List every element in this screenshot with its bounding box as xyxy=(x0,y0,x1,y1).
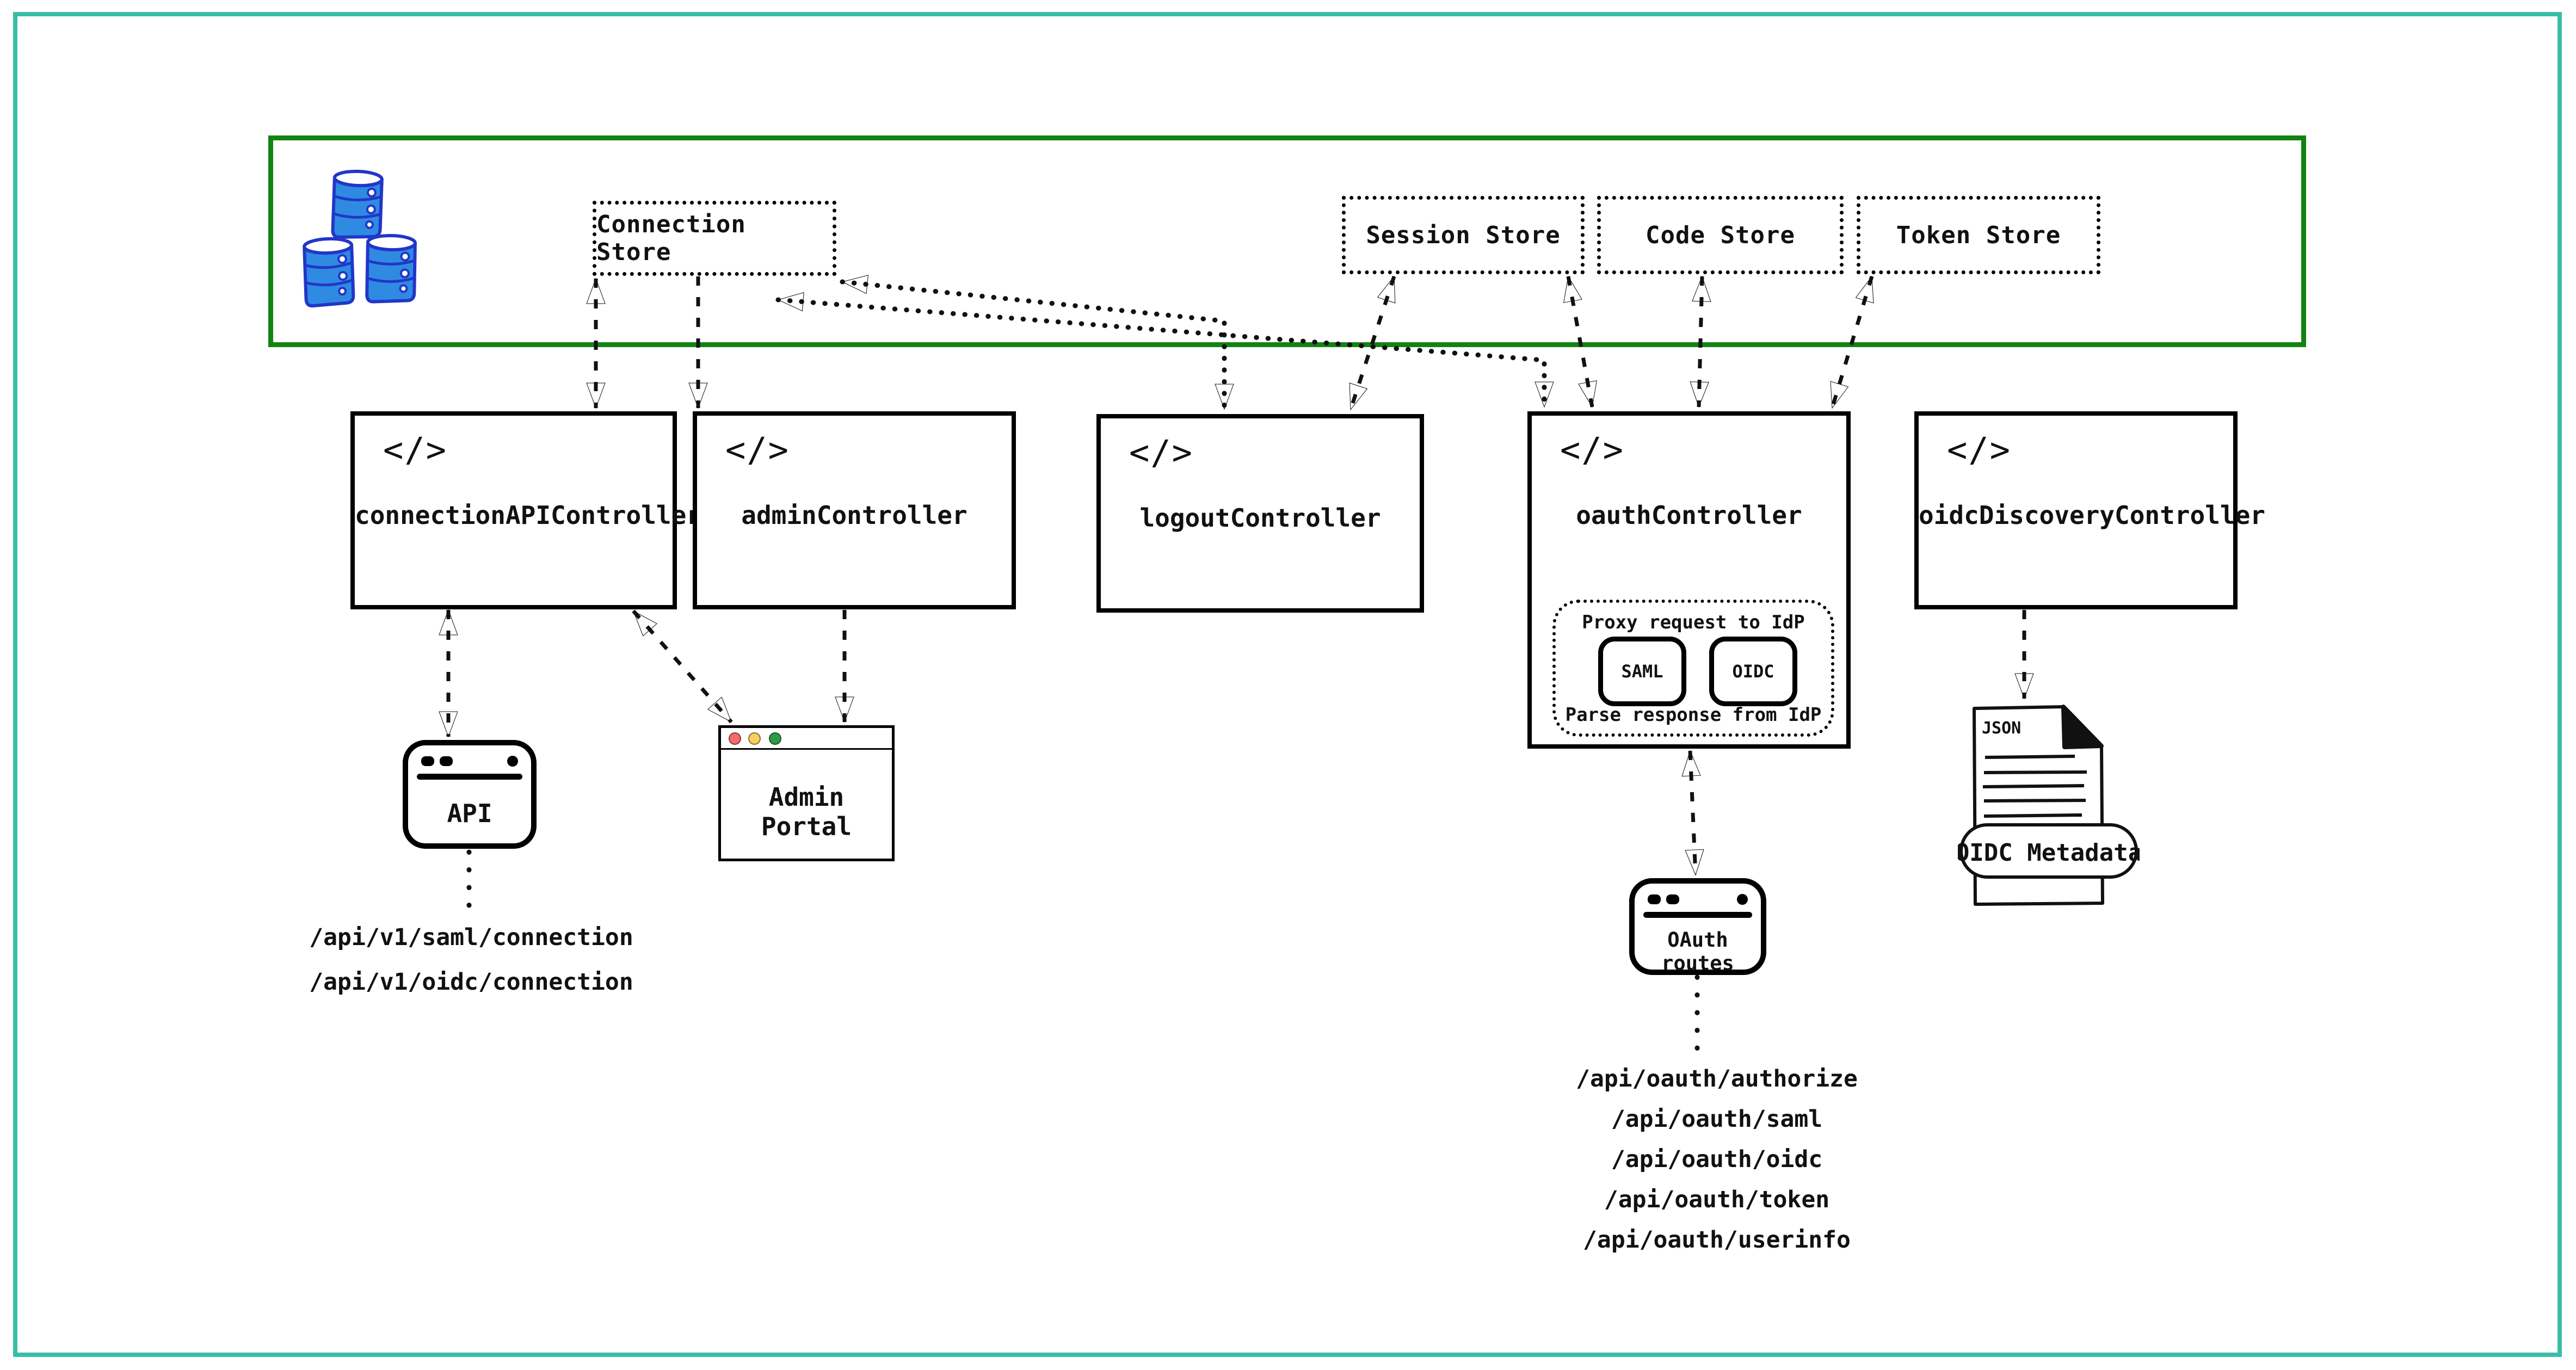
controller-admin-label: adminController xyxy=(741,501,967,530)
controller-logout: </> logoutController xyxy=(1096,414,1424,613)
traffic-light-yellow-icon xyxy=(748,732,761,745)
controller-logout-label: logoutController xyxy=(1139,503,1381,533)
store-token-label: Token Store xyxy=(1896,221,2061,249)
window-dot-icon xyxy=(1737,894,1748,905)
idp-proxy-top-label: Proxy request to IdP xyxy=(1582,612,1805,633)
oauth-routes-list: /api/oauth/authorize /api/oauth/saml /ap… xyxy=(1573,1065,1861,1254)
oidc-metadata-file-icon: JSON OIDC Metadata xyxy=(1958,705,2140,906)
api-window: API xyxy=(403,740,537,849)
controller-oidc-discovery: </> oidcDiscoveryController xyxy=(1914,411,2265,609)
window-dot-icon xyxy=(440,756,453,766)
admin-portal-label: Admin Portal xyxy=(761,782,852,841)
store-token: Token Store xyxy=(1857,196,2100,274)
controller-connection-api: </> connectionAPIController xyxy=(350,411,701,609)
store-connection-label: Connection Store xyxy=(596,211,746,266)
oauth-routes-window-label: OAuth routes xyxy=(1661,928,1734,975)
controller-connection-api-label: connectionAPIController xyxy=(355,501,701,530)
admin-portal-titlebar xyxy=(721,728,892,750)
store-session: Session Store xyxy=(1342,196,1585,274)
controller-oidc-discovery-label: oidcDiscoveryController xyxy=(1919,501,2265,530)
store-connection: Connection Store xyxy=(593,201,836,276)
admin-portal-window: Admin Portal xyxy=(718,725,895,861)
json-badge: JSON xyxy=(1982,719,2021,738)
store-session-label: Session Store xyxy=(1366,221,1561,249)
route-path: /api/oauth/token xyxy=(1604,1186,1830,1213)
route-path: /api/oauth/saml xyxy=(1611,1106,1823,1133)
oauth-routes-window: OAuth routes xyxy=(1629,878,1766,975)
traffic-light-red-icon xyxy=(729,732,741,745)
idp-proxy-box: Proxy request to IdP SAML OIDC Parse res… xyxy=(1552,600,1834,737)
traffic-light-green-icon xyxy=(769,732,781,745)
protocol-oidc-label: OIDC xyxy=(1732,661,1774,682)
controller-oauth-label: oauthController xyxy=(1576,501,1802,530)
route-path: /api/v1/saml/connection xyxy=(309,924,633,951)
code-icon: </> xyxy=(1129,433,1193,472)
code-icon: </> xyxy=(383,430,447,470)
code-icon: </> xyxy=(1560,430,1624,470)
window-dot-icon xyxy=(1648,894,1661,904)
protocol-saml: SAML xyxy=(1598,637,1686,706)
route-path: /api/oauth/oidc xyxy=(1611,1146,1823,1173)
window-dot-icon xyxy=(1666,894,1679,904)
protocol-saml-label: SAML xyxy=(1621,661,1663,682)
connection-api-routes: /api/v1/saml/connection /api/v1/oidc/con… xyxy=(309,924,633,996)
store-code-label: Code Store xyxy=(1646,221,1795,249)
window-toolbar-icon xyxy=(1643,912,1752,918)
code-icon: </> xyxy=(1947,430,2011,470)
window-toolbar-icon xyxy=(417,774,522,780)
idp-proxy-bottom-label: Parse response from IdP xyxy=(1565,704,1822,726)
controller-oauth: </> oauthController Proxy request to IdP… xyxy=(1527,411,1851,749)
oidc-metadata-label: OIDC Metadata xyxy=(1958,839,2140,867)
route-path: /api/oauth/authorize xyxy=(1576,1065,1858,1093)
route-path: /api/oauth/userinfo xyxy=(1583,1226,1851,1254)
route-path: /api/v1/oidc/connection xyxy=(309,968,633,996)
code-icon: </> xyxy=(725,430,790,470)
window-dot-icon xyxy=(507,756,518,767)
protocol-oidc: OIDC xyxy=(1709,637,1797,706)
store-code: Code Store xyxy=(1597,196,1844,274)
window-dot-icon xyxy=(421,756,434,766)
api-window-label: API xyxy=(447,799,492,828)
database-icon xyxy=(298,159,429,322)
controller-admin: </> adminController xyxy=(693,411,1016,609)
